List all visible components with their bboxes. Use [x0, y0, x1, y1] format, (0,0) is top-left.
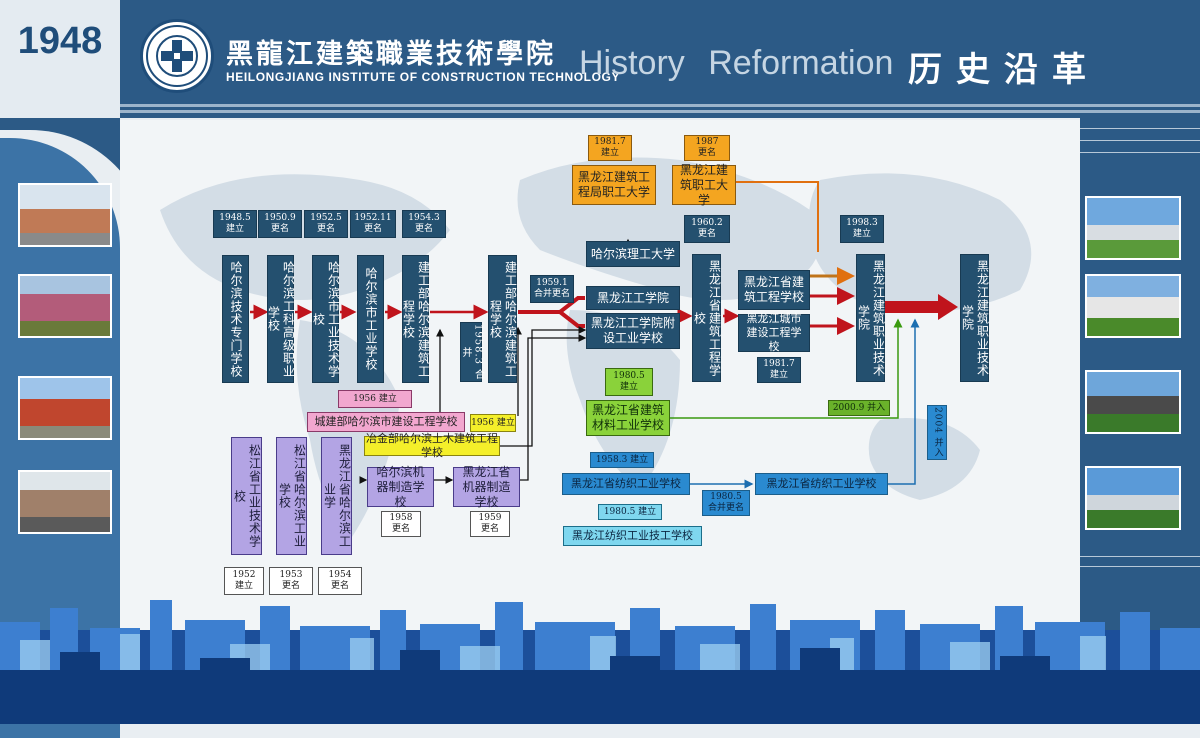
hlj-tech-node: 黑龙江工学院: [586, 286, 680, 310]
date-label: 1948.5 建立: [213, 210, 257, 238]
divider: [1080, 128, 1200, 129]
date-label: 1952.11 更名: [350, 210, 396, 238]
date-label: 1981.7 建立: [588, 135, 632, 161]
school-logo-icon: [140, 19, 214, 93]
campus-photo: [18, 376, 112, 440]
building-materials-school-node: 黑龙江省建筑材料工业学校: [586, 400, 670, 436]
textile-technical-school-node: 黑龙江纺织工业技工学校: [563, 526, 702, 546]
campus-photo: [1085, 370, 1181, 434]
date-label: 1998.3 建立: [840, 215, 884, 243]
date-label: 1950.9 更名: [258, 210, 302, 238]
campus-photo: [18, 274, 112, 338]
hlj-construction-school-node: 黑龙江省建筑工程学校: [738, 270, 810, 310]
timeline-node: 哈尔滨技术专门学校: [222, 255, 249, 383]
history-node: 黑龙江省机器制造学校: [453, 465, 520, 509]
date-label: 1954 更名: [318, 567, 362, 595]
header-stripe: [120, 110, 1200, 113]
date-label: 1952 建立: [224, 567, 264, 595]
history-node: 松江省工业技术学校: [231, 437, 262, 555]
history-node: 哈尔滨机器制造学校: [367, 465, 434, 509]
divider: [1080, 152, 1200, 153]
campus-photo: [18, 470, 112, 534]
workers-univ-node: 黑龙江建筑职工大学: [672, 163, 736, 207]
urban-construction-school-node: 城建部哈尔滨市建设工程学校: [307, 412, 465, 432]
campus-photo: [18, 183, 112, 247]
date-label: 1953 更名: [269, 567, 313, 595]
timeline-node: 建工部哈尔滨建筑工程学校: [402, 255, 431, 383]
merge-label: 2000.9 并入: [828, 400, 890, 416]
campus-photo: [1085, 466, 1181, 530]
date-label: 1960.2 更名: [684, 215, 730, 243]
date-label: 1987 更名: [684, 135, 730, 161]
timeline-node: 建工部哈尔滨建筑工程学校: [488, 255, 518, 383]
workers-univ-node: 黑龙江建筑工程局职工大学: [572, 165, 656, 205]
date-label: 1958.3 建立: [590, 452, 654, 468]
metallurgy-school-node: 冶金部哈尔滨土木建筑工程学校: [364, 432, 500, 459]
divider: [1080, 566, 1200, 567]
divider: [1080, 140, 1200, 141]
header-stripe: [120, 104, 1200, 107]
campus-photo: [1085, 196, 1181, 260]
date-label: 1956 建立: [470, 414, 516, 432]
timeline-node: 黑龙江省建筑工程学校: [692, 254, 722, 382]
merge-label: 1959.1 合并更名: [530, 275, 574, 303]
title-cn: 历史沿革: [908, 50, 1100, 90]
founding-year: 1948: [17, 20, 103, 62]
timeline-node: 哈尔滨市工业技术学校: [312, 255, 341, 383]
hlj-tech-affiliated-node: 黑龙江工学院附设工业学校: [586, 313, 680, 349]
textile-school-node: 黑龙江省纺织工业学校: [562, 473, 690, 495]
timeline-node: 哈尔滨市工业学校: [357, 255, 384, 383]
merge-label: 2004 并入: [927, 405, 947, 460]
city-skyline: [0, 600, 1200, 724]
campus-photo: [1085, 274, 1181, 338]
school-name-en: HEILONGJIANG INSTITUTE OF CONSTRUCTION T…: [226, 70, 621, 84]
merge-label: 1980.5 合并更名: [702, 490, 750, 516]
merge-label: 1958.3 合并: [460, 322, 484, 382]
date-label: 1980.5 建立: [605, 368, 653, 396]
timeline-node: 黑龙江建筑职业技术学院: [856, 254, 886, 382]
timeline-node: 哈尔滨工科高级职业学校: [267, 255, 296, 383]
harbin-tech-univ-node: 哈尔滨理工大学: [586, 241, 680, 267]
date-label: 1981.7 建立: [757, 357, 801, 383]
history-node: 黑龙江省哈尔滨工业学: [321, 437, 352, 555]
history-node: 松江省哈尔滨工业学校: [276, 437, 307, 555]
final-node: 黑龙江建筑职业技术学院: [960, 254, 990, 382]
date-label: 1952.5 更名: [304, 210, 348, 238]
date-label: 1956 建立: [338, 390, 412, 408]
school-name-cn: 黑龍江建築職業技術學院: [226, 39, 556, 70]
title-en: History Reformation: [579, 44, 894, 82]
date-label: 1954.3 更名: [402, 210, 446, 238]
date-label: 1959 更名: [470, 511, 510, 537]
date-label: 1958 更名: [381, 511, 421, 537]
textile-school-node: 黑龙江省纺织工业学校: [755, 473, 888, 495]
date-label: 1980.5 建立: [598, 504, 662, 520]
hlj-urban-school-node: 黑龙江城市建设工程学校: [738, 312, 810, 353]
year-box: [0, 0, 120, 118]
divider: [1080, 556, 1200, 557]
